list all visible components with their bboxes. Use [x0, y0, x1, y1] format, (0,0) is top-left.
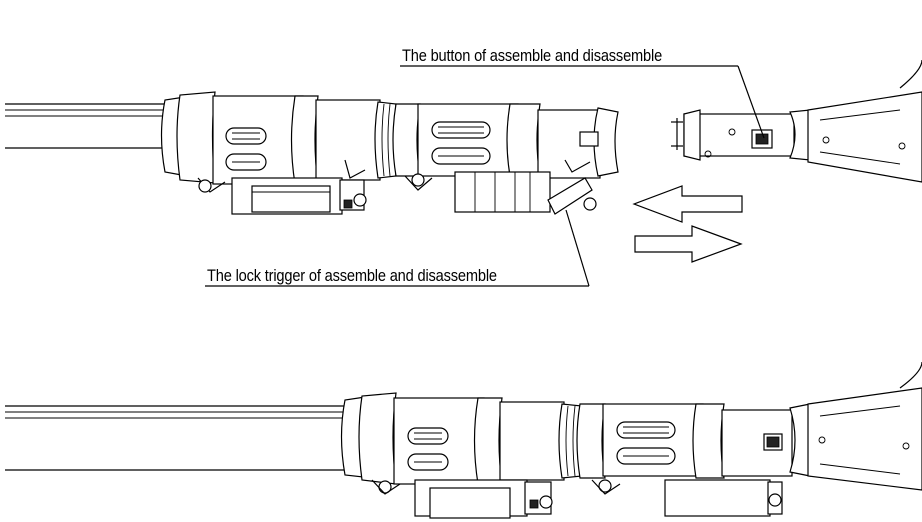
tube-bottom — [5, 405, 350, 471]
lock-trigger-label: The lock trigger of assemble and disasse… — [207, 266, 497, 285]
pole-assembly-separated — [5, 59, 922, 287]
button-label: The button of assemble and disassemble — [402, 46, 663, 65]
pole-assembly-joined — [5, 361, 922, 519]
grip-slot — [616, 421, 676, 465]
tube-top — [5, 103, 175, 149]
sleeve-section-2-top — [392, 103, 619, 179]
grip-slot — [407, 427, 449, 471]
arrow-left-outline — [632, 185, 743, 223]
sleeve-section-1-top — [160, 91, 397, 185]
handle-part-top — [671, 59, 922, 183]
handle-part-bottom — [789, 361, 922, 491]
clamp-2-bottom — [591, 479, 783, 517]
grip-slot — [431, 121, 491, 165]
grip-slot — [225, 127, 267, 171]
sleeve-section-2-bottom — [576, 403, 793, 479]
arrow-right-outline — [634, 225, 743, 263]
sleeve-section-1-bottom — [340, 392, 583, 485]
lock-trigger[interactable] — [547, 177, 593, 215]
clamp-1-bottom — [371, 479, 553, 519]
clamp-2-top — [404, 159, 597, 215]
clamp-1-top — [197, 159, 367, 215]
